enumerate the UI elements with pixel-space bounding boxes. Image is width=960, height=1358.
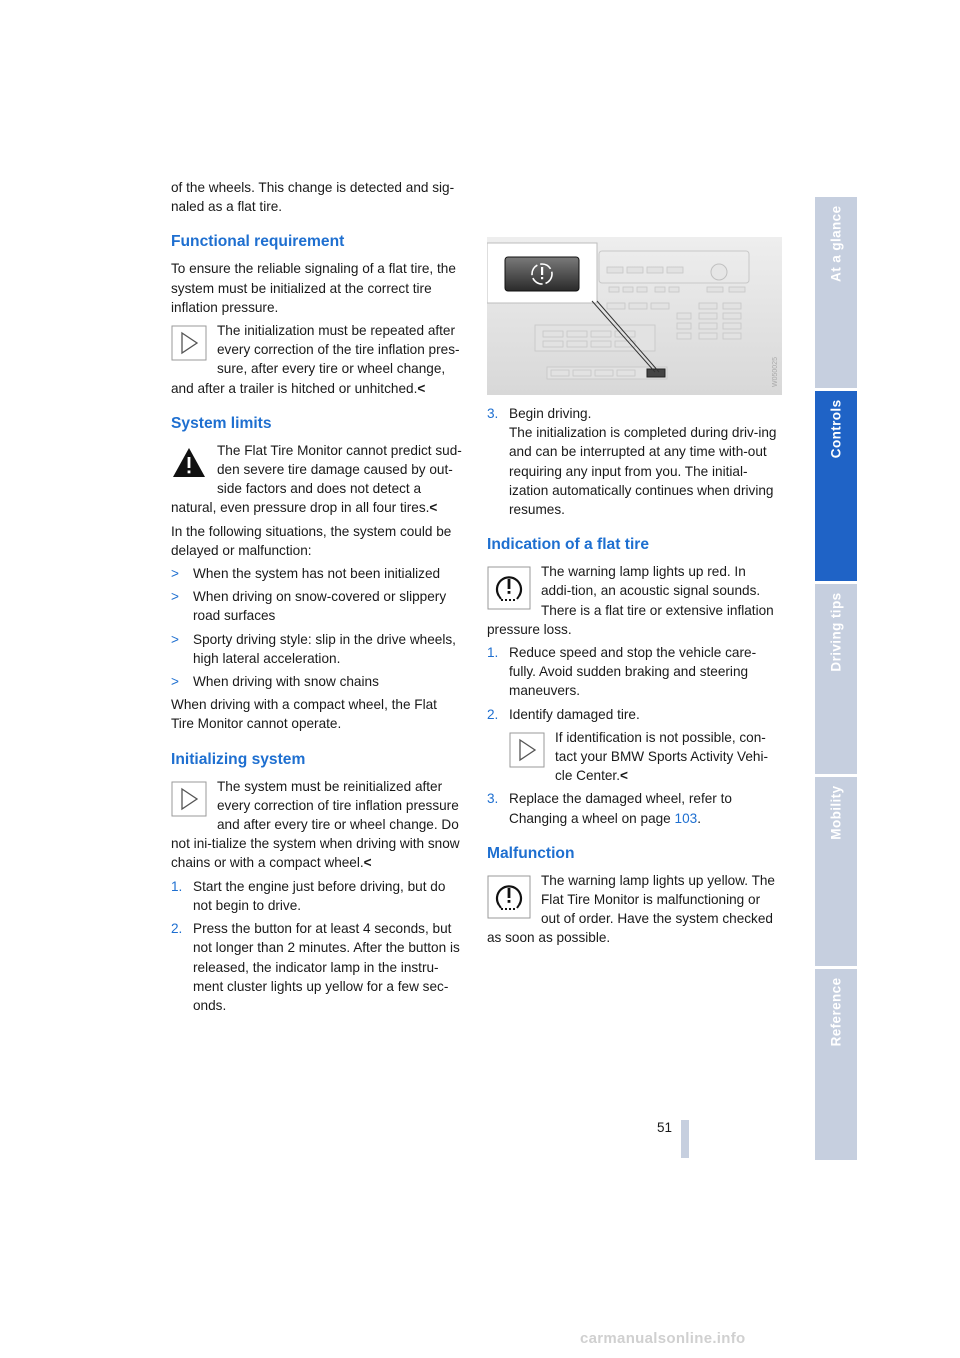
list-item: 2. Identify damaged tire. If identificati… (487, 705, 779, 786)
bullet-text: Sporty driving style: slip in the drive … (193, 631, 456, 666)
init-note-text: The system must be reinitialized after e… (171, 778, 460, 871)
heading-functional-requirement: Functional requirement (171, 233, 345, 251)
init-note: The system must be reinitialized after e… (171, 777, 463, 873)
bullet-marker: > (171, 589, 179, 605)
init-steps: 1. Start the engine just before driving, … (171, 877, 463, 1015)
list-item: 3. Begin driving. The initialization is … (487, 404, 779, 519)
step-text: Identify damaged tire. (509, 706, 640, 722)
red-lamp-text: The warning lamp lights up red. In addi-… (487, 564, 774, 637)
indication-steps: 1. Reduce speed and stop the vehicle care… (487, 643, 779, 828)
tab-controls[interactable]: Controls (815, 391, 857, 581)
identification-note: If identification is not possible, con-t… (487, 728, 779, 786)
tab-at-a-glance[interactable]: At a glance (815, 197, 857, 388)
malfunction-text: The warning lamp lights up yellow. The F… (487, 872, 775, 946)
list-item: 1. Reduce speed and stop the vehicle care… (487, 643, 779, 701)
yellow-lamp-note: The warning lamp lights up yellow. The F… (487, 871, 779, 948)
dashboard-figure: W050025 (487, 237, 782, 395)
limits-paragraph: In the following situations, the system … (171, 523, 452, 558)
identification-note-text: If identification is not possible, con-t… (555, 729, 769, 784)
list-item: > When driving with snow chains (171, 672, 463, 691)
limits-warning: The Flat Tire Monitor cannot predict sud… (171, 441, 463, 518)
heading-indication-flat-tire: Indication of a flat tire (487, 536, 650, 554)
tab-driving-tips[interactable]: Driving tips (815, 584, 857, 774)
list-item: 3. Replace the damaged wheel, refer to Ch… (487, 789, 779, 827)
bullet-marker: > (171, 566, 179, 582)
list-item: 1. Start the engine just before driving, … (171, 877, 463, 915)
right-column: 3. Begin driving. The initialization is … (487, 404, 779, 952)
step-text: Press the button for at least 4 seconds,… (193, 921, 460, 1013)
note-end-marker: < (417, 380, 426, 396)
tire-warning-lamp-icon (487, 875, 531, 919)
tab-mobility[interactable]: Mobility (815, 777, 857, 966)
limits-bullet-list: > When the system has not been initialize… (171, 564, 463, 691)
list-item: 2. Press the button for at least 4 second… (171, 919, 463, 1015)
step-text: Start the engine just before driving, bu… (193, 878, 446, 913)
bullet-text: When the system has not been initialized (193, 566, 441, 582)
functional-paragraph: To ensure the reliable signaling of a fl… (171, 261, 456, 315)
chapter-sidebar: At a glance Controls Driving tips Mobili… (815, 197, 857, 1160)
functional-note-text: The initialization must be repeated afte… (171, 323, 460, 396)
tab-label: At a glance (828, 205, 844, 282)
note-arrow-icon (171, 781, 207, 817)
figure-code: W050025 (772, 357, 779, 387)
note-end-marker: < (619, 768, 628, 784)
bullet-text: When driving on snow-covered or slippery… (193, 589, 447, 624)
tab-label: Reference (828, 977, 844, 1047)
intro-paragraph: of the wheels. This change is detected a… (171, 180, 455, 215)
functional-note: The initialization must be repeated afte… (171, 321, 463, 398)
dashboard-illustration: W050025 (487, 237, 782, 395)
list-item: > When driving on snow-covered or slipper… (171, 587, 463, 625)
compact-wheel-paragraph: When driving with a compact wheel, the F… (171, 697, 437, 732)
step-text: Replace the damaged wheel, refer to Chan… (509, 791, 732, 826)
bullet-marker: > (171, 674, 179, 690)
heading-malfunction: Malfunction (487, 844, 575, 862)
tab-label: Mobility (828, 785, 844, 840)
step-text-tail: . (697, 810, 701, 826)
watermark: carmanualsonline.info (580, 1330, 746, 1347)
step-text: Begin driving. (509, 406, 592, 421)
bullet-marker: > (171, 631, 179, 647)
step-number: 2. (487, 706, 499, 722)
note-end-marker: < (363, 855, 372, 871)
step-number: 3. (487, 406, 499, 421)
step-text: Reduce speed and stop the vehicle care-f… (509, 645, 757, 699)
warning-end-marker: < (429, 500, 438, 516)
step-number: 1. (487, 645, 499, 661)
list-item: > When the system has not been initialize… (171, 564, 463, 583)
list-item: > Sporty driving style: slip in the drive… (171, 630, 463, 668)
limits-warning-text: The Flat Tire Monitor cannot predict sud… (171, 442, 462, 516)
note-arrow-icon (171, 325, 207, 361)
warning-triangle-icon (173, 447, 205, 477)
page-number: 51 (656, 1120, 672, 1135)
step-number: 2. (171, 921, 183, 937)
note-arrow-icon (509, 732, 545, 768)
page-number-bar (681, 1120, 689, 1158)
bullet-text: When driving with snow chains (193, 674, 379, 690)
red-lamp-note: The warning lamp lights up red. In addi-… (487, 562, 779, 639)
tab-label: Driving tips (828, 592, 844, 672)
step-number: 1. (171, 878, 183, 894)
heading-system-limits: System limits (171, 414, 272, 432)
tab-label: Controls (828, 399, 844, 459)
step-number: 3. (487, 791, 499, 807)
heading-initializing-system: Initializing system (171, 750, 306, 768)
tire-warning-lamp-icon (487, 566, 531, 610)
tab-reference[interactable]: Reference (815, 969, 857, 1160)
step-text-detail: The initialization is completed during d… (509, 425, 777, 518)
left-column: of the wheels. This change is detected a… (171, 178, 463, 1019)
page-link[interactable]: 103 (674, 810, 698, 826)
